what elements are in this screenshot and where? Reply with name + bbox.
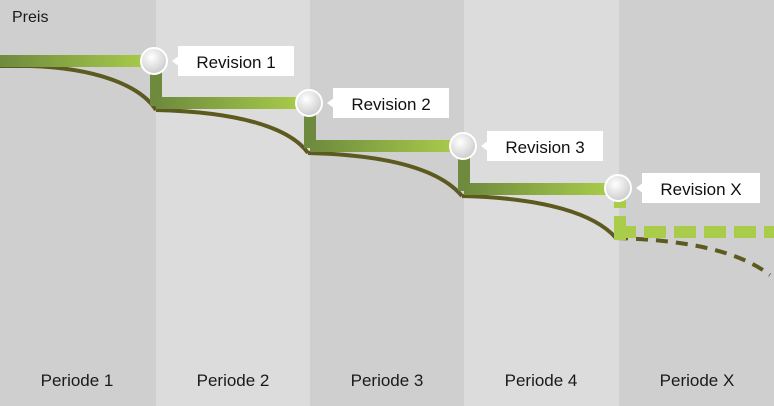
y-axis-label: Preis xyxy=(12,9,48,26)
revision-label-1: Revision 1 xyxy=(196,53,275,72)
price-curve-period-2 xyxy=(155,108,310,155)
price-curve-projection xyxy=(615,236,772,277)
revision-label-2: Revision 2 xyxy=(351,95,430,114)
revision-callout-1: Revision 1 xyxy=(172,46,294,76)
period-label-3: Periode 3 xyxy=(351,371,424,390)
step-horizontal-1 xyxy=(0,55,150,67)
revision-label-3: Revision 3 xyxy=(505,138,584,157)
revision-marker-1 xyxy=(140,47,168,75)
step-horizontal-3 xyxy=(310,140,458,152)
revision-label-x: Revision X xyxy=(660,180,741,199)
step-horizontal-4 xyxy=(464,183,612,195)
price-curve-period-3 xyxy=(307,151,464,198)
revision-callout-3: Revision 3 xyxy=(481,131,603,161)
revision-marker-3 xyxy=(449,132,477,160)
revision-marker-x xyxy=(604,174,632,202)
period-label-4: Periode 4 xyxy=(505,371,578,390)
price-curve-period-4 xyxy=(461,194,618,240)
revision-callout-2: Revision 2 xyxy=(327,88,449,118)
period-label-2: Periode 2 xyxy=(197,371,270,390)
step-horizontal-2 xyxy=(156,97,304,109)
period-column-3 xyxy=(310,0,464,406)
revision-callout-x: Revision X xyxy=(636,173,760,203)
period-label-1: Periode 1 xyxy=(41,371,114,390)
period-label-x: Periode X xyxy=(660,371,735,390)
revision-marker-2 xyxy=(295,89,323,117)
